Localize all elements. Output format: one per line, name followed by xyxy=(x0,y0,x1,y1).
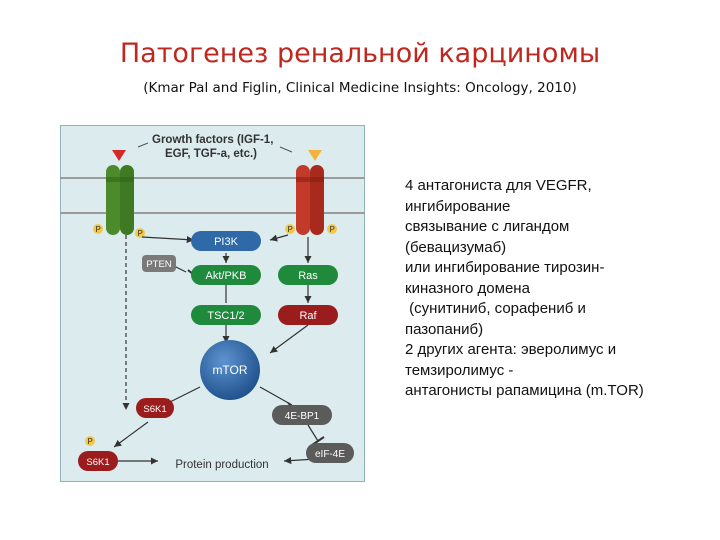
red-receptor xyxy=(296,165,324,235)
notes-line-7: (сунитиниб, сорафениб и xyxy=(405,300,586,317)
mtor-node xyxy=(200,340,260,400)
citation: (Kmar Pal and Figlin, Clinical Medicine … xyxy=(143,80,577,96)
ras-label: Ras xyxy=(298,270,318,282)
raf-node xyxy=(278,305,338,325)
4ebp1-node xyxy=(272,405,332,425)
tsc-label: TSC1/2 xyxy=(207,310,244,322)
phospho-group: P P P P P xyxy=(85,224,337,446)
pi3k-label: PI3K xyxy=(214,236,239,248)
s6k1-top-label: S6K1 xyxy=(143,404,166,415)
notes-line-1: 4 антагониста для VEGFR, xyxy=(405,177,592,194)
mtor-label: mTOR xyxy=(212,363,247,377)
growth-factors-label-2: EGF, TGF-a, etc.) xyxy=(165,148,257,160)
4ebp1-label: 4E-BP1 xyxy=(285,411,320,422)
pten-label: PTEN xyxy=(146,259,171,270)
notes-line-11: антагонисты рапамицина (m.TOR) xyxy=(405,382,644,399)
svg-text:P: P xyxy=(138,229,143,238)
akt-label: Akt/PKB xyxy=(206,270,247,282)
notes-line-5: или ингибирование тирозин- xyxy=(405,259,605,276)
s6k1-bottom-node xyxy=(78,451,118,471)
ras-node xyxy=(278,265,338,285)
svg-text:P: P xyxy=(288,225,293,234)
notes-line-10: темзиролимус - xyxy=(405,361,514,379)
s6k1-top-node xyxy=(136,398,174,418)
s6k1-bottom-label: S6K1 xyxy=(86,457,109,468)
notes-line-3: связывание с лигандом xyxy=(405,218,570,235)
raf-label: Raf xyxy=(299,310,317,322)
growth-factors-label-1: Growth factors (IGF-1, xyxy=(152,134,273,146)
eif4e-label: eIF-4E xyxy=(315,449,345,460)
pten-node xyxy=(142,255,176,272)
ligand-triangle-right xyxy=(308,150,322,161)
pi3k-node xyxy=(191,231,261,251)
notes-line-6: киназного домена xyxy=(405,279,530,297)
page-title: Патогенез ренальной карциномы xyxy=(119,38,601,69)
notes-line-8: пазопаниб) xyxy=(405,320,484,338)
svg-text:P: P xyxy=(330,225,335,234)
notes-line-4: (бевацизумаб) xyxy=(405,238,507,256)
ligand-triangle-left xyxy=(112,150,126,161)
tsc-node xyxy=(191,305,261,325)
green-receptor xyxy=(106,165,134,235)
notes-line-2: ингибирование xyxy=(405,197,511,215)
signaling-pathway-diagram: Growth factors (IGF-1, EGF, TGF-a, etc.)… xyxy=(60,125,365,482)
svg-text:P: P xyxy=(96,225,101,234)
notes-line-9: 2 других агента: эверолимус и xyxy=(405,341,617,358)
akt-node xyxy=(191,265,261,285)
svg-text:P: P xyxy=(88,437,93,446)
eif4e-node xyxy=(306,443,354,463)
protein-production-label: Protein production xyxy=(175,459,268,471)
drug-notes: 4 антагониста для VEGFR, ингибирование с… xyxy=(405,176,715,402)
